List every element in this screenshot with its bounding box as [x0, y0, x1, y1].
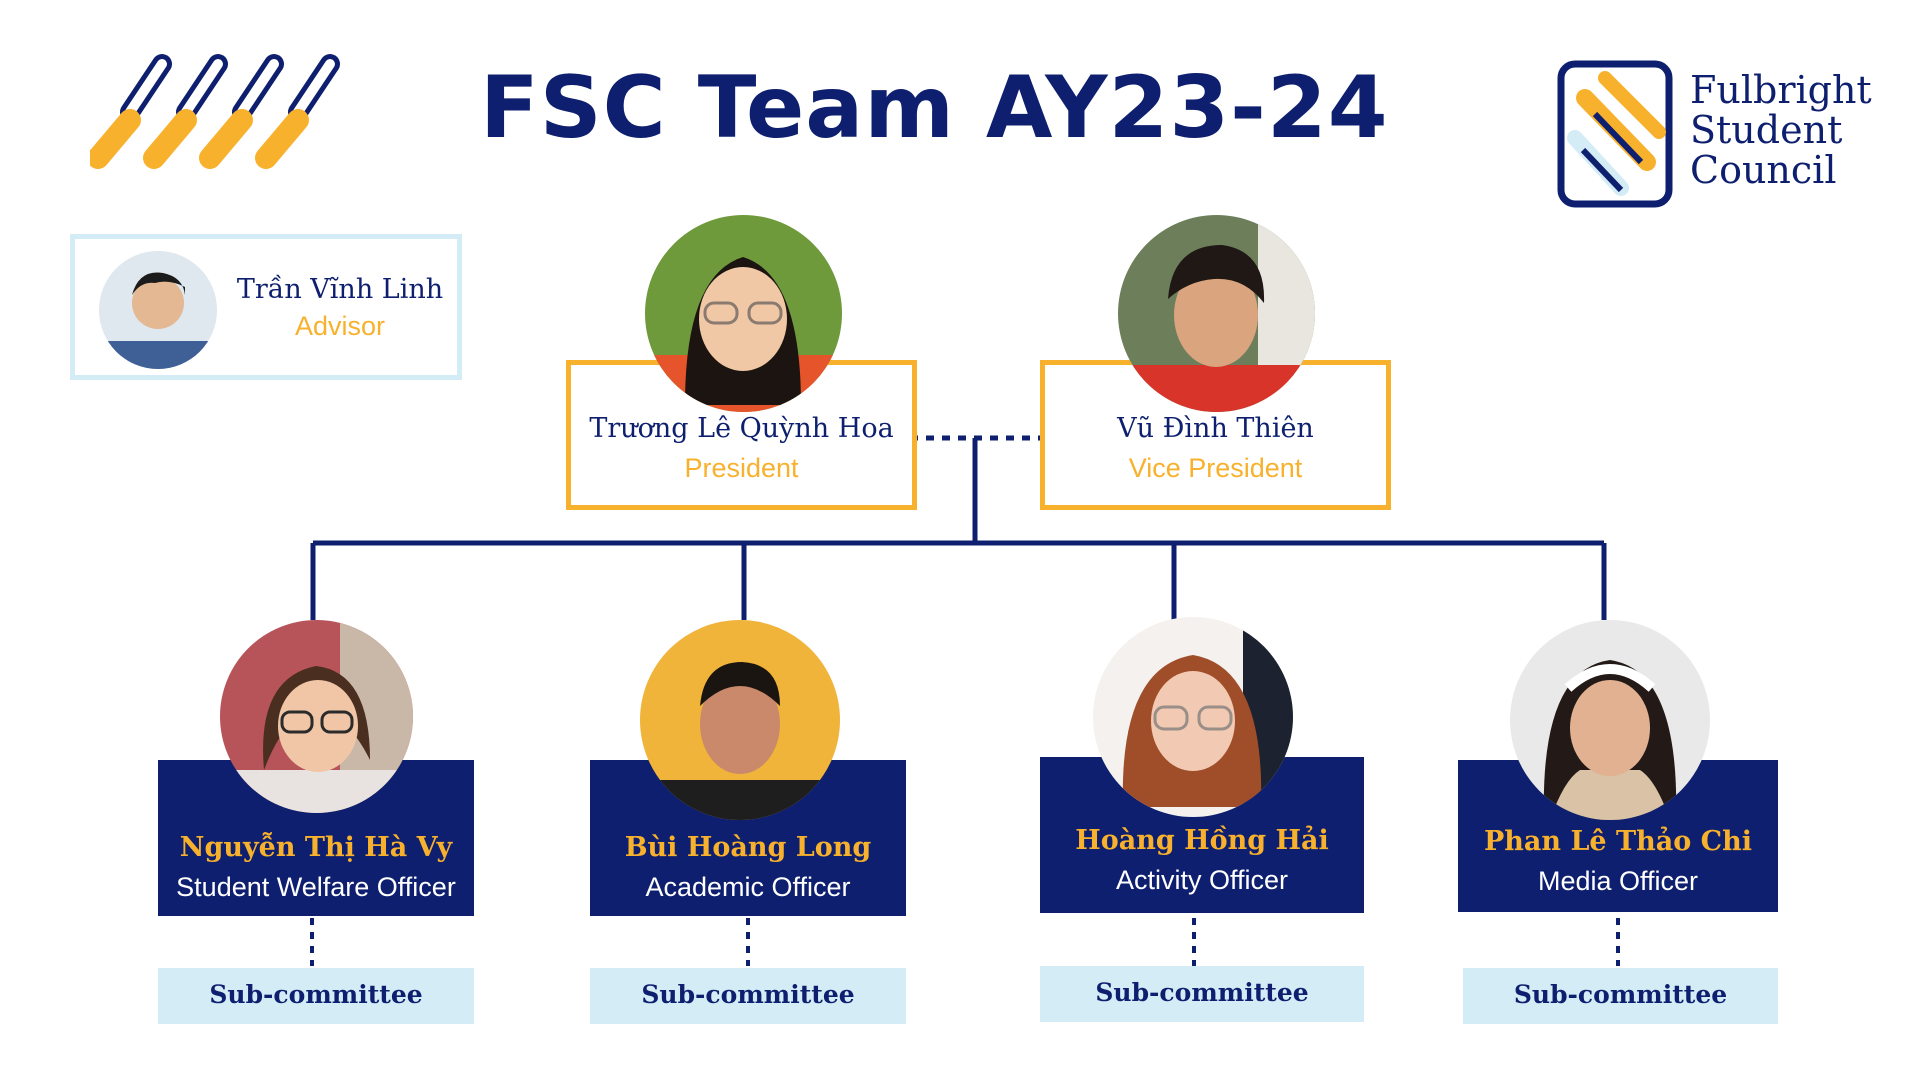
president-name: Trương Lê Quỳnh Hoa: [589, 413, 894, 444]
advisor-avatar: [99, 251, 217, 369]
sub-committee-label: Sub-committee: [1095, 978, 1309, 1007]
officer-card-activity: Hoàng Hồng Hải Activity Officer: [1040, 757, 1364, 913]
advisor-role: Advisor: [294, 311, 386, 341]
officer-avatar-activity: [1093, 617, 1293, 817]
page-title-text: FSC Team AY23-24: [480, 58, 1389, 158]
officer-role: Academic Officer: [645, 872, 851, 902]
advisor-name: Trần Vĩnh Linh: [236, 274, 444, 305]
officer-name: Nguyễn Thị Hà Vy: [179, 832, 453, 863]
sub-committee-label: Sub-committee: [209, 980, 423, 1009]
officer-role: Media Officer: [1537, 866, 1699, 896]
advisor-card: Trần Vĩnh Linh Advisor: [70, 234, 462, 380]
vice-president-avatar: [1118, 215, 1315, 412]
sub-committee-activity: Sub-committee: [1040, 966, 1364, 1022]
officer-role: Student Welfare Officer: [176, 872, 456, 902]
officer-name: Phan Lê Thảo Chi: [1483, 826, 1753, 857]
officer-avatar-academic: [640, 620, 840, 820]
brand-line-2: Student: [1690, 108, 1843, 152]
fsc-stripes-logo: [90, 54, 340, 169]
officer-name: Bùi Hoàng Long: [624, 832, 872, 863]
brand-name: Fulbright Student Council: [1690, 70, 1872, 190]
fsc-emblem-logo: [1557, 60, 1673, 208]
officer-avatar-media: [1510, 620, 1710, 820]
officer-name: Hoàng Hồng Hải: [1075, 825, 1329, 856]
officer-role: Activity Officer: [1115, 865, 1289, 895]
brand-line-3: Council: [1690, 148, 1837, 192]
vice-president-name: Vũ Đình Thiên: [1117, 413, 1314, 444]
officer-avatar-welfare: [220, 620, 413, 813]
sub-committee-label: Sub-committee: [1513, 980, 1728, 1009]
sub-committee-media: Sub-committee: [1463, 968, 1778, 1024]
president-avatar: [645, 215, 842, 412]
vice-president-role: Vice President: [1128, 453, 1303, 483]
brand-line-1: Fulbright: [1690, 68, 1872, 112]
sub-committee-welfare: Sub-committee: [158, 968, 474, 1024]
president-role: President: [684, 453, 799, 483]
sub-committee-label: Sub-committee: [641, 980, 855, 1009]
sub-committee-academic: Sub-committee: [590, 968, 906, 1024]
